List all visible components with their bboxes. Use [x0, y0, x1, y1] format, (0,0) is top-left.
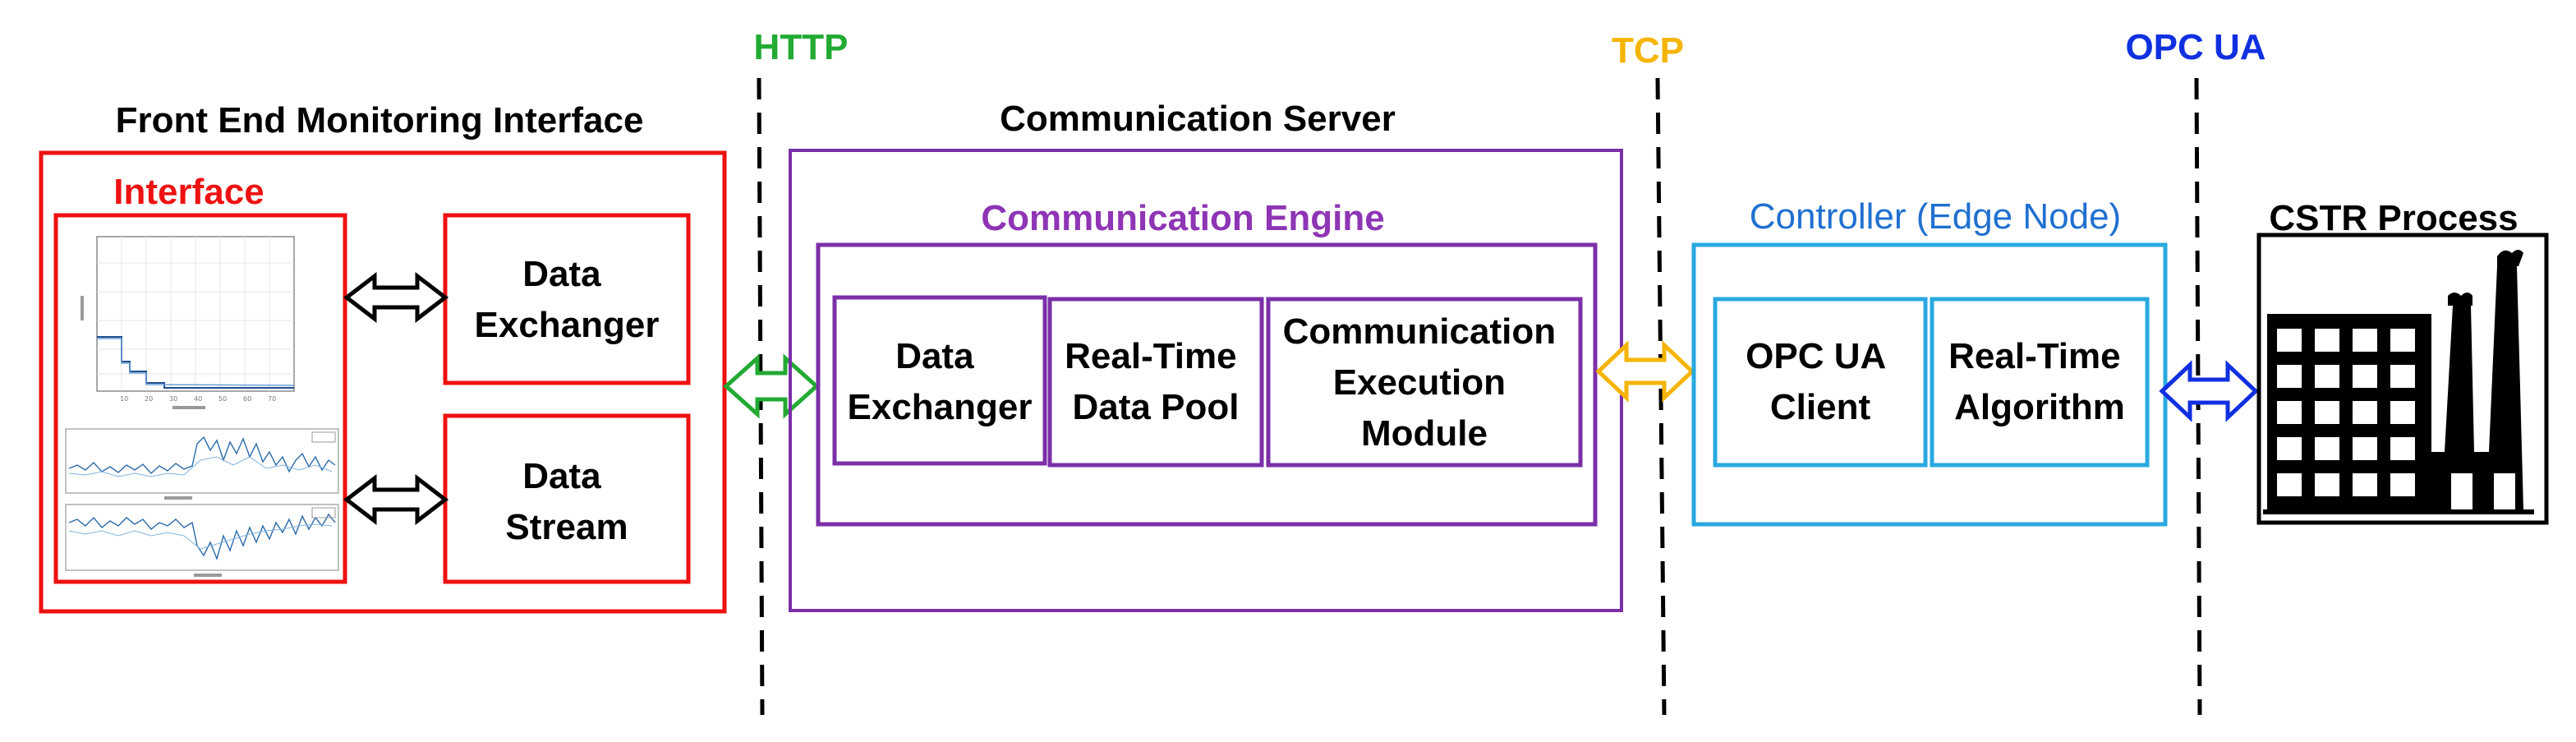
- frontend-data-exchanger-label: Data Exchanger: [475, 254, 660, 345]
- data-pool-label: Real-Time Data Pool: [1065, 336, 1247, 427]
- exec-module-line2: Execution: [1333, 362, 1506, 403]
- frontend-title: Front End Monitoring Interface: [116, 100, 644, 141]
- engine-label: Communication Engine: [981, 198, 1384, 238]
- process-box: [2256, 233, 2549, 525]
- exec-module-box: [1266, 297, 1583, 468]
- algorithm-label: Real-Time Algorithm: [1948, 336, 2131, 427]
- opcua-client-box: [1713, 297, 1928, 468]
- server-data-exchanger-box: [832, 295, 1047, 466]
- frontend-data-stream-box: [443, 413, 691, 584]
- frontend-data-stream-line2: Stream: [505, 507, 628, 547]
- exec-module-line3: Module: [1361, 413, 1488, 454]
- frontend-data-exchanger-line1: Data: [522, 254, 601, 294]
- http-arrow: [723, 353, 820, 419]
- svg-text:30: 30: [169, 395, 177, 403]
- svg-text:70: 70: [268, 395, 276, 403]
- svg-text:20: 20: [145, 395, 153, 403]
- interface-stream-arrow: [343, 473, 449, 526]
- algorithm-box: [1930, 297, 2150, 468]
- frontend-outer-box: [39, 150, 727, 614]
- controller-title: Controller (Edge Node): [1750, 196, 2121, 237]
- algorithm-line1: Real-Time: [1948, 336, 2121, 376]
- server-title: Communication Server: [1000, 99, 1396, 139]
- factory-icon: [2263, 250, 2534, 514]
- svg-text:40: 40: [194, 395, 202, 403]
- opcua-client-line2: Client: [1770, 387, 1871, 427]
- engine-box: [816, 242, 1598, 527]
- interface-exchanger-arrow: [343, 271, 449, 324]
- svg-text:60: 60: [243, 395, 251, 403]
- interface-label: Interface: [113, 172, 264, 212]
- tcp-separator: [1655, 77, 1667, 716]
- interface-trace-chart-1: [65, 428, 339, 500]
- frontend-data-exchanger-line2: Exchanger: [475, 305, 660, 345]
- opcua-client-label: OPC UA Client: [1746, 336, 1895, 427]
- interface-step-chart: 10 20 30 40 50 60 70: [80, 236, 295, 409]
- data-pool-line2: Data Pool: [1073, 387, 1240, 427]
- interface-trace-chart-2: [65, 504, 339, 577]
- server-data-exchanger-label: Data Exchanger: [848, 336, 1033, 427]
- process-title: CSTR Process: [2269, 198, 2518, 238]
- tcp-arrow: [1595, 340, 1695, 403]
- svg-text:10: 10: [120, 395, 128, 403]
- data-pool-box: [1047, 297, 1264, 468]
- exec-module-label: Communication Execution Module: [1283, 311, 1566, 454]
- server-data-exchanger-line2: Exchanger: [848, 387, 1033, 427]
- opcua-label: OPC UA: [2125, 27, 2266, 67]
- http-label: HTTP: [754, 27, 849, 67]
- algorithm-line2: Algorithm: [1954, 387, 2125, 427]
- frontend-data-stream-line1: Data: [522, 456, 601, 496]
- frontend-data-stream-label: Data Stream: [505, 456, 628, 547]
- opcua-arrow: [2159, 360, 2259, 422]
- svg-text:50: 50: [218, 395, 227, 403]
- exec-module-line1: Communication: [1283, 311, 1556, 352]
- server-data-exchanger-line1: Data: [895, 336, 974, 376]
- interface-box: [53, 213, 347, 584]
- frontend-data-exchanger-box: [443, 213, 691, 385]
- data-pool-line1: Real-Time: [1065, 336, 1237, 376]
- tcp-label: TCP: [1612, 30, 1684, 71]
- opcua-client-line1: OPC UA: [1746, 336, 1885, 376]
- controller-box: [1691, 242, 2168, 527]
